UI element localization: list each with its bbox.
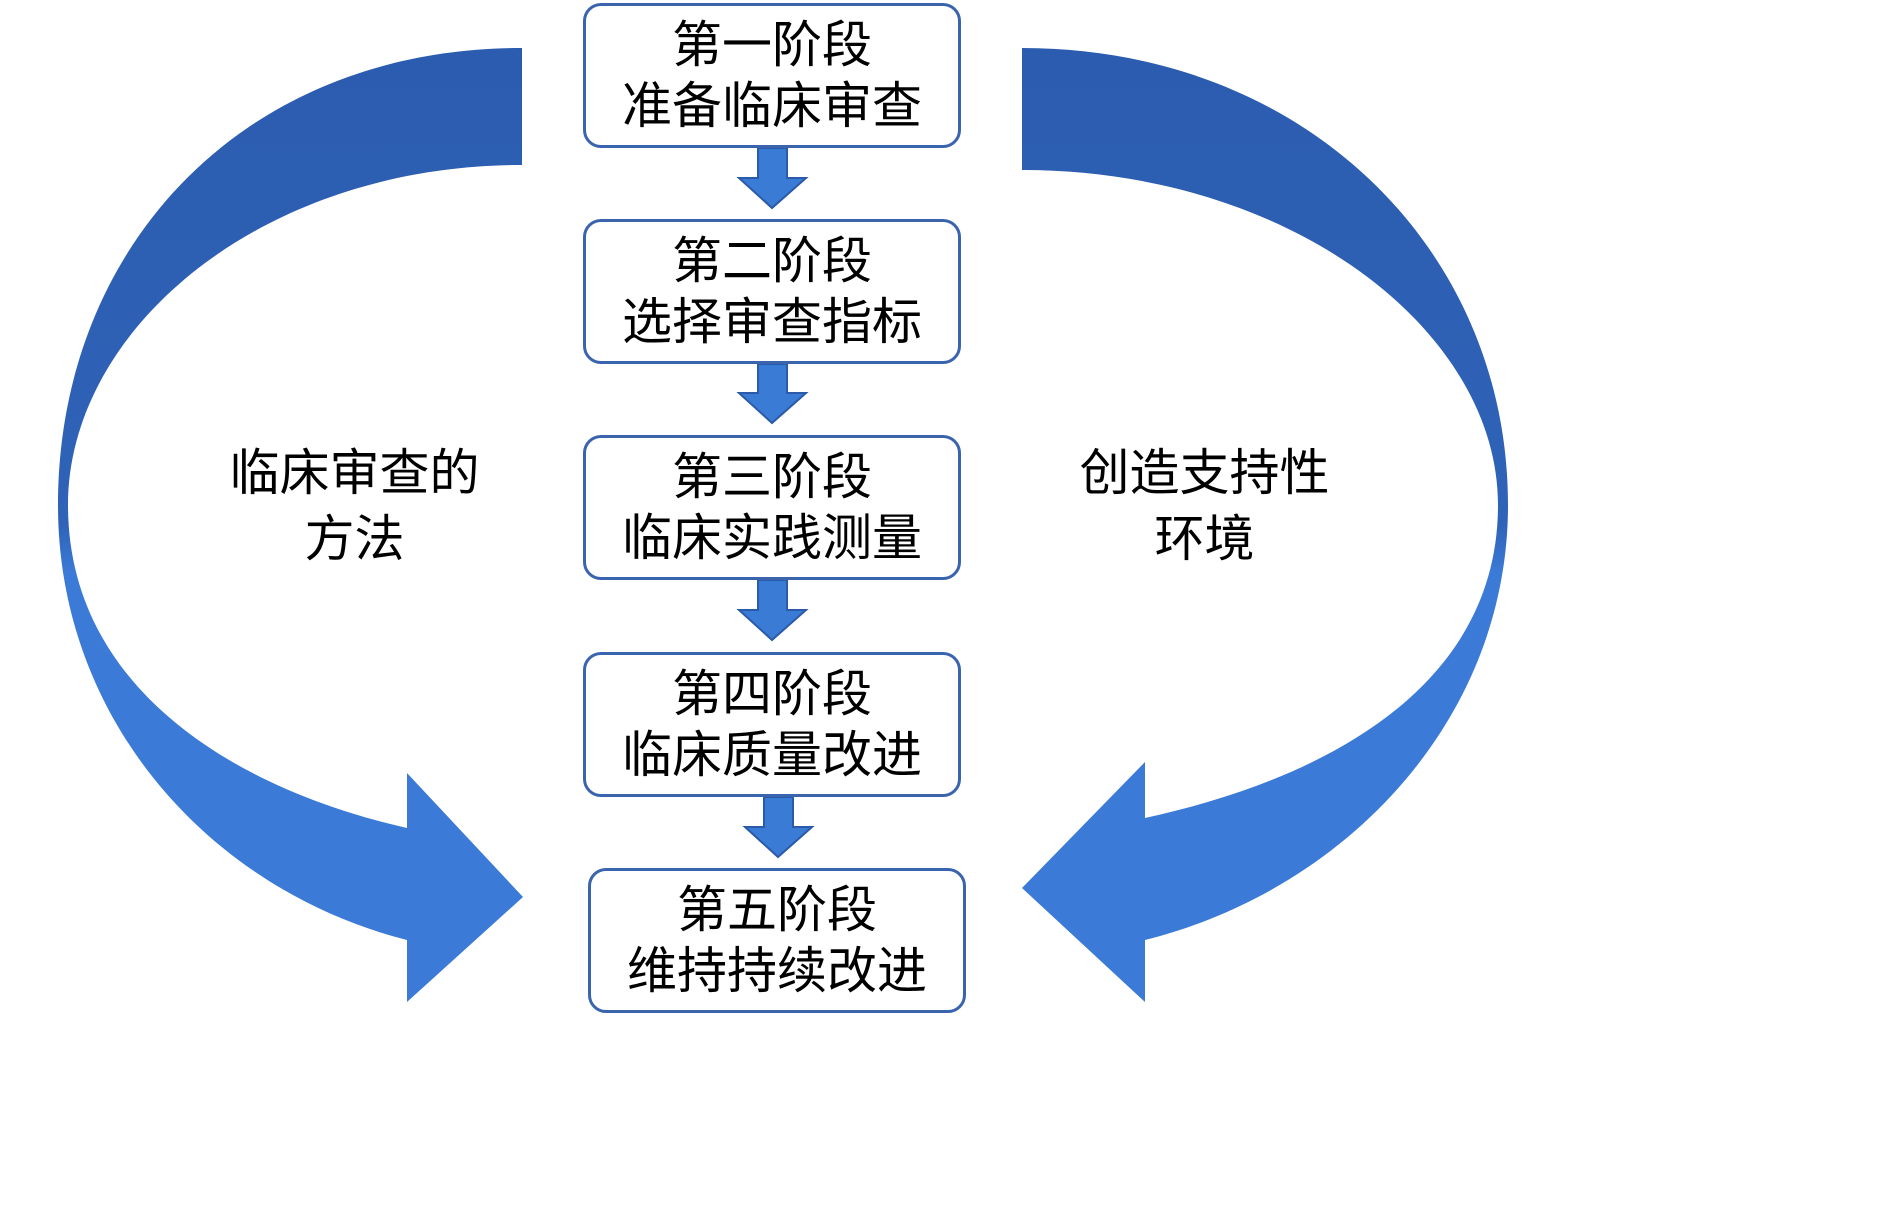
stage-2-title: 第二阶段	[672, 231, 872, 290]
left-curved-arrow-icon	[58, 48, 523, 1002]
audit-cycle-diagram: 第一阶段 准备临床审查 第二阶段 选择审查指标 第三阶段 临床实践测量 第四阶段…	[58, 3, 1508, 1013]
stage-2-subtitle: 选择审查指标	[622, 292, 922, 351]
stage-1-subtitle: 准备临床审查	[622, 76, 922, 135]
stage-5-box: 第五阶段 维持持续改进	[588, 868, 966, 1013]
stage-3-title: 第三阶段	[672, 447, 872, 506]
arrows-layer	[58, 48, 1508, 1002]
down-arrow-icon	[736, 147, 809, 210]
down-arrow-icon	[736, 579, 809, 642]
stage-3-box: 第三阶段 临床实践测量	[583, 435, 961, 580]
stage-1-title: 第一阶段	[672, 15, 872, 74]
stage-5-title: 第五阶段	[677, 880, 877, 939]
stage-4-subtitle: 临床质量改进	[622, 725, 922, 784]
stage-1-box: 第一阶段 准备临床审查	[583, 3, 961, 148]
left-label-line1: 临床审查的	[229, 444, 480, 502]
left-label-line2: 方法	[304, 510, 405, 568]
right-label-line2: 环境	[1154, 510, 1255, 568]
stage-3-subtitle: 临床实践测量	[622, 508, 922, 567]
right-label: 创造支持性 环境	[1062, 440, 1347, 572]
stage-5-subtitle: 维持持续改进	[627, 941, 927, 1000]
down-arrow-icon	[742, 796, 815, 859]
right-curved-arrow-icon	[1022, 48, 1508, 1002]
stage-4-box: 第四阶段 临床质量改进	[583, 652, 961, 797]
right-label-line1: 创造支持性	[1079, 444, 1330, 502]
left-label: 临床审查的 方法	[212, 440, 497, 572]
stage-4-title: 第四阶段	[672, 664, 872, 723]
down-arrow-icon	[736, 363, 809, 425]
stage-2-box: 第二阶段 选择审查指标	[583, 219, 961, 364]
